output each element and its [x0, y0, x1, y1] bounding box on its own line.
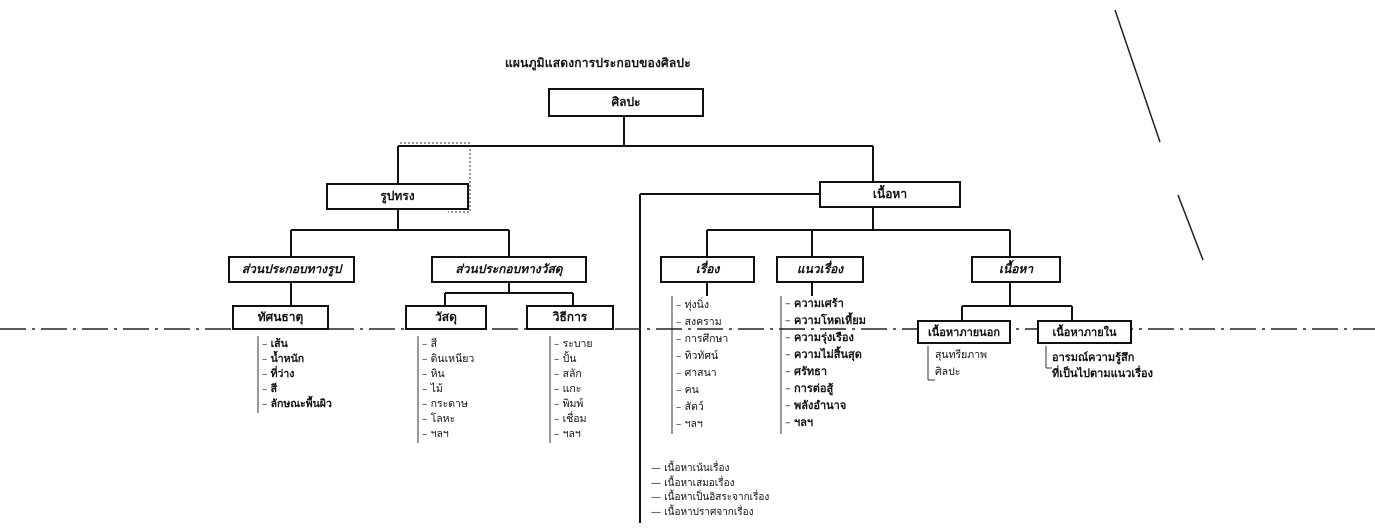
node-form-parts: ส่วนประกอบทางรูป — [228, 256, 355, 283]
methods-list: ระบาย ปั้น สลัก แกะ พิมพ์ เชื่อม ฯลฯ — [554, 337, 593, 442]
list-item: ฯลฯ — [785, 414, 866, 431]
list-item: เชื่อม — [554, 412, 593, 427]
list-item: ที่ว่าง — [262, 367, 332, 382]
list-item: เนื้อหาปราศจากเรื่อง — [651, 506, 769, 521]
node-elements: ทัศนธาตุ — [232, 305, 329, 330]
node-root: ศิลปะ — [548, 88, 704, 117]
list-item: สี — [422, 337, 474, 352]
list-item: การศึกษา — [676, 331, 729, 348]
list-item: น้ำหนัก — [262, 352, 332, 367]
node-material-parts: ส่วนประกอบทางวัสดุ — [431, 256, 587, 283]
node-materials: วัสดุ — [405, 305, 487, 330]
list-item: ทุ่งนิ่ง — [676, 297, 728, 314]
node-content-outer: เนื้อหาภายนอก — [917, 320, 1011, 344]
list-item: ศรัทธา — [785, 363, 866, 380]
node-content-sub: เนื้อหา — [971, 256, 1061, 283]
list-item: พิมพ์ — [554, 397, 593, 412]
node-content-inner: เนื้อหาภายใน — [1037, 320, 1132, 344]
list-item: ฯลฯ — [554, 427, 593, 442]
list-item: ความเศร้า — [785, 295, 866, 312]
diagonal-mark-2 — [1177, 194, 1204, 261]
form-dotted-link — [400, 142, 471, 213]
note-line: อารมณ์ความรู้สึก — [1052, 351, 1135, 364]
list-item: ทิวทัศน์ — [676, 348, 728, 365]
elements-list: เส้น น้ำหนัก ที่ว่าง สี ลักษณะพื้นผิว — [262, 337, 332, 412]
node-content: เนื้อหา — [819, 181, 961, 208]
chart-title: แผนภูมิแสดงการประกอบของศิลปะ — [505, 56, 691, 70]
list-item: แกะ — [554, 382, 593, 397]
materials-list: สี ดินเหนียว หิน ไม้ กระดาษ โลหะ ฯลฯ — [422, 337, 475, 442]
diagonal-mark-1 — [1114, 9, 1161, 143]
story-list: ทุ่งนิ่ง สงคราม การศึกษา ทิวทัศน์ ศาสนา … — [676, 297, 729, 433]
note-line: ที่เป็นไปตามแนวเรื่อง — [1052, 367, 1154, 380]
list-item: เนื้อหาเน้นเรื่อง — [651, 462, 769, 477]
list-item: สุนทรียภาพ — [935, 349, 988, 361]
story-relation-list: เนื้อหาเน้นเรื่อง เนื้อหาเสมอเรื่อง เนื้… — [651, 462, 769, 520]
list-item: ศาสนา — [676, 365, 728, 382]
list-item: ความรุ่งเรือง — [785, 329, 866, 346]
node-story: เรื่อง — [660, 256, 755, 283]
list-item: ลักษณะพื้นผิว — [262, 397, 332, 412]
list-item: คน — [676, 382, 728, 399]
list-item: หิน — [422, 367, 474, 382]
list-item: พลังอำนาจ — [785, 397, 866, 414]
node-form: รูปทรง — [326, 183, 469, 210]
content-outer-list: สุนทรียภาพ ศิลปะ — [935, 347, 987, 381]
list-item: ฯลฯ — [676, 416, 728, 433]
list-item: สัตว์ — [676, 399, 728, 416]
list-item: ระบาย — [554, 337, 593, 352]
node-methods: วิธีการ — [526, 305, 614, 330]
list-item: สี — [262, 382, 332, 397]
list-item: ไม้ — [422, 382, 474, 397]
list-item: ปั้น — [554, 352, 593, 367]
list-item: เนื้อหาเสมอเรื่อง — [651, 477, 769, 492]
list-item: สลัก — [554, 367, 593, 382]
list-item: โลหะ — [422, 412, 474, 427]
list-item: กระดาษ — [422, 397, 474, 412]
list-item: ดินเหนียว — [422, 352, 475, 367]
theme-list: ความเศร้า ความโหดเหี้ยม ความรุ่งเรือง คว… — [785, 295, 866, 431]
list-item: ความไม่สิ้นสุด — [785, 346, 866, 363]
list-item: เส้น — [262, 337, 332, 352]
list-item: ศิลปะ — [935, 366, 961, 378]
list-item: สงคราม — [676, 314, 728, 331]
list-item: การต่อสู้ — [785, 380, 866, 397]
content-inner-note: อารมณ์ความรู้สึก ที่เป็นไปตามแนวเรื่อง — [1052, 350, 1153, 382]
node-theme: แนวเรื่อง — [776, 256, 864, 283]
list-item: ฯลฯ — [422, 427, 474, 442]
list-item: เนื้อหาเป็นอิสระจากเรื่อง — [651, 491, 769, 506]
list-item: ความโหดเหี้ยม — [785, 312, 866, 329]
